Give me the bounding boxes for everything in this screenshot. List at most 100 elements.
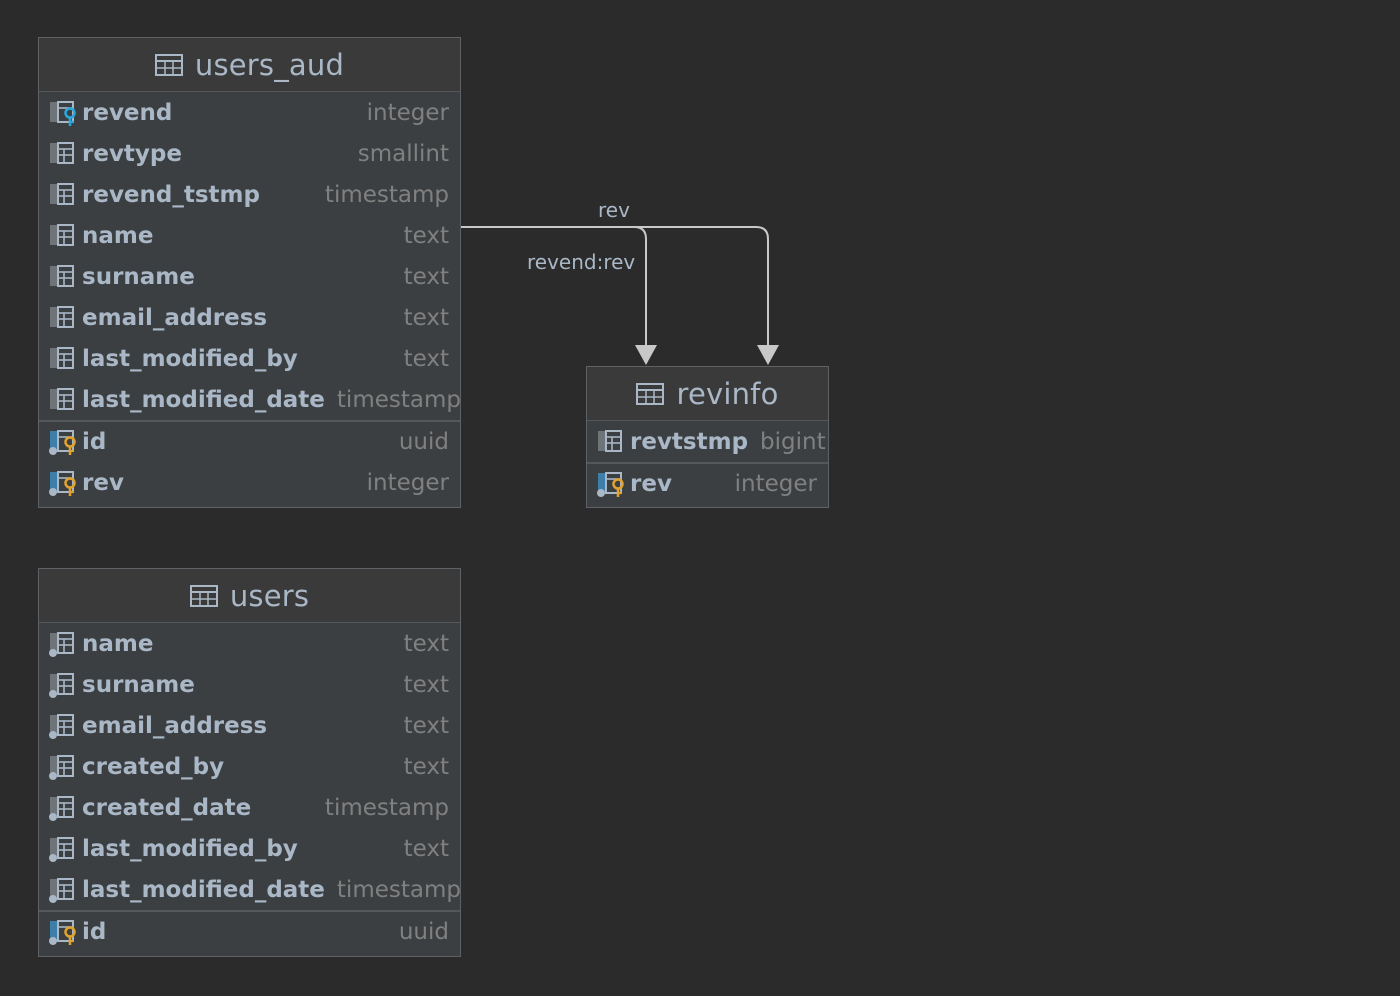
not-null-column-icon — [49, 754, 74, 780]
not-null-column-icon — [49, 672, 74, 698]
column-type: uuid — [398, 429, 449, 455]
column-type: text — [403, 304, 449, 331]
not-null-column-icon — [49, 877, 74, 903]
relation-line[interactable] — [461, 226, 769, 346]
column-name: surname — [82, 263, 195, 290]
column-name: last_modified_date — [82, 386, 325, 413]
column-type: text — [403, 345, 449, 372]
column-type: uuid — [398, 919, 449, 945]
not-null-column-icon — [49, 631, 74, 657]
column-name: revtstmp — [630, 428, 749, 455]
column-name: surname — [82, 671, 195, 698]
column-type: timestamp — [324, 794, 449, 821]
primary-key-column-icon — [49, 471, 76, 496]
column-type: text — [403, 222, 449, 249]
not-null-column-icon — [49, 713, 74, 739]
column-name: email_address — [82, 304, 268, 331]
column-name: revend — [82, 99, 173, 126]
column-type: integer — [734, 471, 817, 497]
column-type: text — [403, 712, 449, 739]
column-row[interactable]: revend integer — [39, 92, 460, 133]
foreign-key-column-icon — [50, 100, 76, 126]
not-null-column-icon — [49, 795, 74, 821]
relation-revend-rev[interactable]: revend:rev — [461, 226, 657, 365]
column-row[interactable]: email_address text — [39, 297, 460, 338]
column-list: revend integer revtype smallint revend_tstmp… — [39, 92, 461, 504]
relation-label: revend:rev — [527, 250, 635, 274]
column-name: created_date — [82, 794, 252, 821]
column-name: created_by — [82, 753, 225, 780]
column-row[interactable]: last_modified_by text — [39, 338, 460, 379]
table-title: users_aud — [194, 47, 345, 82]
column-type: timestamp — [324, 181, 449, 208]
pk-column-row[interactable]: rev integer — [39, 462, 460, 504]
primary-key-column-icon — [49, 920, 76, 945]
column-name: rev — [82, 470, 124, 496]
column-type: text — [403, 630, 449, 657]
column-type: timestamp — [336, 386, 461, 413]
column-icon — [50, 305, 74, 328]
relation-line[interactable] — [461, 226, 647, 346]
column-row[interactable]: surname text — [39, 664, 460, 705]
column-name: revend_tstmp — [82, 181, 260, 208]
column-row[interactable]: last_modified_date timestamp — [39, 869, 461, 910]
column-list: revtstmp bigint rev integer — [587, 421, 828, 504]
not-null-column-icon — [49, 836, 74, 862]
column-row[interactable]: last_modified_date timestamp — [39, 379, 461, 420]
column-row[interactable]: revtstmp bigint — [587, 421, 828, 462]
table-title: users — [229, 578, 310, 613]
column-type: integer — [366, 470, 449, 496]
primary-key-column-icon — [49, 430, 76, 455]
relation-rev[interactable]: rev — [461, 198, 779, 365]
arrowhead-icon — [635, 345, 657, 365]
table-icon — [636, 382, 665, 405]
column-type: smallint — [357, 140, 449, 167]
column-icon — [50, 141, 74, 164]
column-icon — [50, 264, 74, 287]
column-name: id — [82, 429, 107, 455]
column-icon — [50, 182, 74, 205]
table-title: revinfo — [676, 376, 779, 411]
relation-label: rev — [598, 198, 630, 222]
column-row[interactable]: created_by text — [39, 746, 460, 787]
column-name: rev — [630, 471, 672, 497]
column-name: name — [82, 222, 154, 249]
column-type: integer — [366, 99, 449, 126]
column-row[interactable]: revtype smallint — [39, 133, 460, 174]
column-type: text — [403, 753, 449, 780]
column-icon — [50, 223, 74, 246]
column-type: text — [403, 671, 449, 698]
arrowhead-icon — [757, 345, 779, 365]
pk-column-row[interactable]: id uuid — [39, 420, 460, 462]
column-name: last_modified_by — [82, 835, 298, 862]
column-name: last_modified_by — [82, 345, 298, 372]
column-row[interactable]: created_date timestamp — [39, 787, 460, 828]
pk-column-row[interactable]: rev integer — [587, 462, 828, 504]
column-type: timestamp — [336, 876, 461, 903]
column-row[interactable]: revend_tstmp timestamp — [39, 174, 460, 215]
column-row[interactable]: name text — [39, 215, 460, 256]
column-row[interactable]: email_address text — [39, 705, 460, 746]
column-type: bigint — [760, 428, 826, 455]
table-header[interactable]: users — [39, 569, 460, 623]
table-icon — [189, 584, 218, 607]
column-name: email_address — [82, 712, 268, 739]
column-row[interactable]: last_modified_by text — [39, 828, 460, 869]
primary-key-column-icon — [597, 472, 624, 497]
pk-column-row[interactable]: id uuid — [39, 910, 460, 952]
table-header[interactable]: revinfo — [587, 367, 828, 421]
table-icon — [154, 53, 183, 76]
column-type: text — [403, 835, 449, 862]
table-header[interactable]: users_aud — [39, 38, 460, 92]
column-icon — [50, 346, 74, 369]
column-name: revtype — [82, 140, 182, 167]
column-name: last_modified_date — [82, 876, 325, 903]
table-revinfo[interactable]: revinfo revtstmp bigint rev integer — [586, 366, 829, 508]
column-name: id — [82, 919, 107, 945]
